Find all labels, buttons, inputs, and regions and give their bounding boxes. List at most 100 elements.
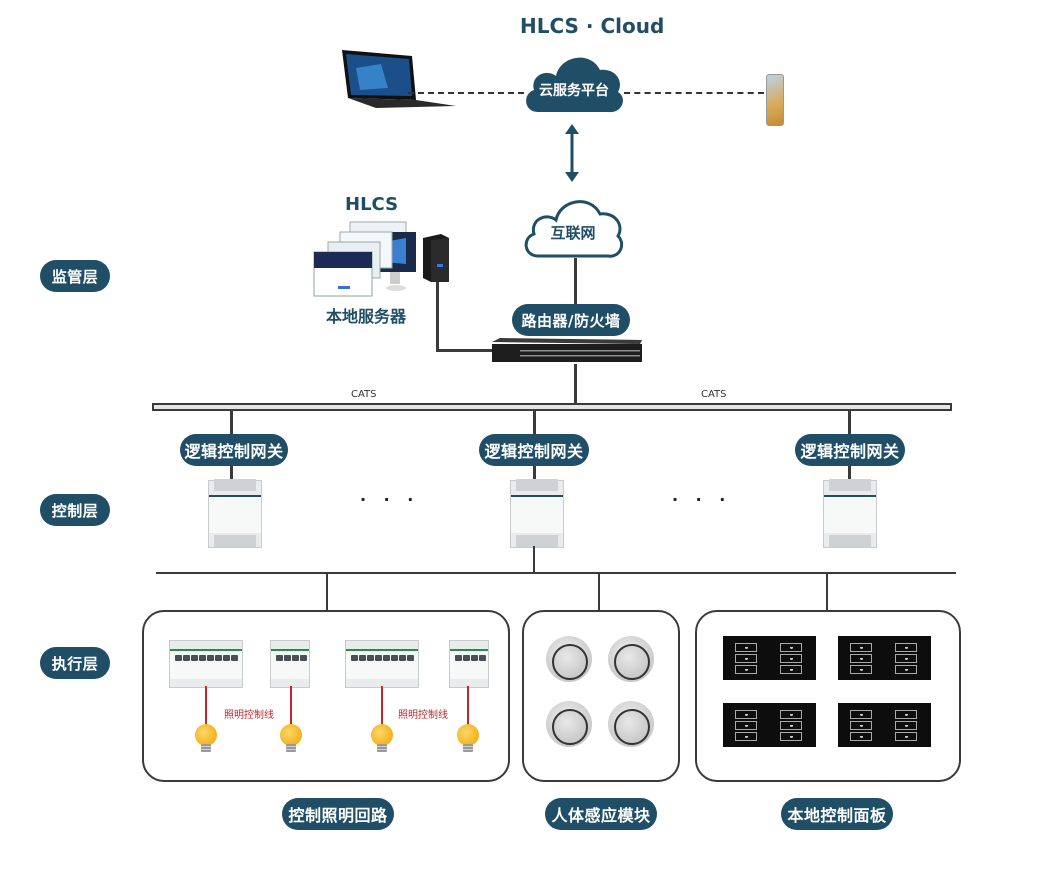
internet-label: 互联网	[550, 224, 596, 242]
relay-port	[276, 655, 283, 661]
panel-button-icon	[735, 732, 757, 741]
wall-panel-icon	[838, 636, 931, 680]
pc-tower-icon	[423, 234, 449, 282]
gateway-label-3: 逻辑控制网关	[795, 434, 905, 466]
layer-supervision: 监管层	[40, 260, 110, 292]
panel-button-icon	[780, 732, 802, 741]
relay-port	[191, 655, 198, 661]
relay-port	[284, 655, 291, 661]
internet-router-link	[574, 258, 577, 304]
panel-button-icon	[895, 710, 917, 719]
panel-button-icon	[850, 643, 872, 652]
cloud-title: HLCS · Cloud	[520, 14, 665, 38]
internet-cloud: 互联网	[520, 190, 626, 262]
local-server-label: 本地服务器	[326, 307, 407, 326]
cloud-phone-dashed-link	[624, 92, 764, 94]
relay-module-8ch-1	[169, 640, 243, 688]
server-switch-cable-vertical	[436, 282, 439, 352]
bulb-base	[377, 744, 387, 752]
relay-port	[199, 655, 206, 661]
network-switch-icon	[492, 338, 644, 364]
relay-module-8ch-2	[345, 640, 419, 688]
lighting-circuit-group: 照明控制线 照明控制线	[142, 610, 510, 782]
relay-port	[175, 655, 182, 661]
gateway-device-2	[510, 479, 564, 548]
motion-sensor-label: 人体感应模块	[545, 798, 657, 830]
motion-sensor-icon	[608, 701, 654, 747]
relay-port	[471, 655, 478, 661]
panel-button-icon	[850, 732, 872, 741]
light-bulb-icon	[371, 724, 393, 746]
panel-button-icon	[780, 721, 802, 730]
relay-port	[391, 655, 398, 661]
local-title: HLCS	[345, 194, 399, 215]
panel-button-icon	[895, 643, 917, 652]
relay-module-4ch-1	[270, 640, 310, 688]
panel-button-icon	[895, 654, 917, 663]
panel-button-icon	[895, 721, 917, 730]
panel-button-icon	[895, 665, 917, 674]
panel-button-icon	[850, 710, 872, 719]
exec-drop-sensor	[598, 573, 600, 611]
ellipsis-2: · · ·	[672, 490, 732, 509]
exec-drop-lighting	[326, 573, 328, 611]
panel-button-icon	[735, 665, 757, 674]
motion-sensor-icon	[546, 636, 592, 682]
laptop-cloud-dashed-link	[408, 92, 524, 94]
control-wire-1	[205, 686, 207, 728]
exec-drop-panel	[826, 573, 828, 611]
phone-icon	[766, 74, 784, 126]
motion-sensor-group	[522, 610, 680, 782]
laptop-icon	[336, 48, 460, 112]
relay-port	[407, 655, 414, 661]
panel-button-icon	[850, 721, 872, 730]
relay-port	[359, 655, 366, 661]
panel-button-icon	[780, 665, 802, 674]
motion-sensor-icon	[608, 636, 654, 682]
relay-port	[463, 655, 470, 661]
lighting-circuit-label: 控制照明回路	[282, 798, 394, 830]
relay-port	[399, 655, 406, 661]
gateway-label-1: 逻辑控制网关	[180, 434, 288, 466]
control-wire-4	[467, 686, 469, 728]
panel-button-icon	[780, 654, 802, 663]
wire-label-2: 照明控制线	[398, 710, 448, 721]
panel-button-icon	[850, 665, 872, 674]
relay-port	[479, 655, 486, 661]
panel-button-icon	[780, 643, 802, 652]
relay-port	[300, 655, 307, 661]
control-wire-2	[290, 686, 292, 728]
cats-label-left: CATS	[351, 389, 377, 400]
server-switch-cable-horizontal	[436, 349, 496, 352]
relay-port	[455, 655, 462, 661]
bulb-base	[201, 744, 211, 752]
cats-label-right: CATS	[701, 389, 727, 400]
bulb-base	[463, 744, 473, 752]
layer-execution: 执行层	[40, 647, 110, 679]
panel-button-icon	[735, 710, 757, 719]
panel-button-icon	[735, 721, 757, 730]
switch-bus-link	[574, 364, 577, 404]
relay-port	[223, 655, 230, 661]
gateway-exec-link	[533, 546, 535, 573]
light-bulb-icon	[457, 724, 479, 746]
relay-port	[351, 655, 358, 661]
panel-button-icon	[780, 710, 802, 719]
light-bulb-icon	[195, 724, 217, 746]
relay-port	[207, 655, 214, 661]
bidirectional-arrow-icon	[563, 124, 581, 182]
panel-button-icon	[850, 654, 872, 663]
relay-port	[375, 655, 382, 661]
wall-panel-icon	[723, 636, 816, 680]
panel-button-icon	[735, 654, 757, 663]
control-wire-3	[381, 686, 383, 728]
gateway-device-1	[208, 479, 262, 548]
relay-port	[183, 655, 190, 661]
cloud-platform-label: 云服务平台	[539, 83, 609, 99]
control-panel-label: 本地控制面板	[781, 798, 893, 830]
relay-port	[367, 655, 374, 661]
relay-port	[292, 655, 299, 661]
gateway-device-3	[823, 479, 877, 548]
relay-port	[383, 655, 390, 661]
router-firewall-label: 路由器/防火墙	[512, 304, 630, 336]
